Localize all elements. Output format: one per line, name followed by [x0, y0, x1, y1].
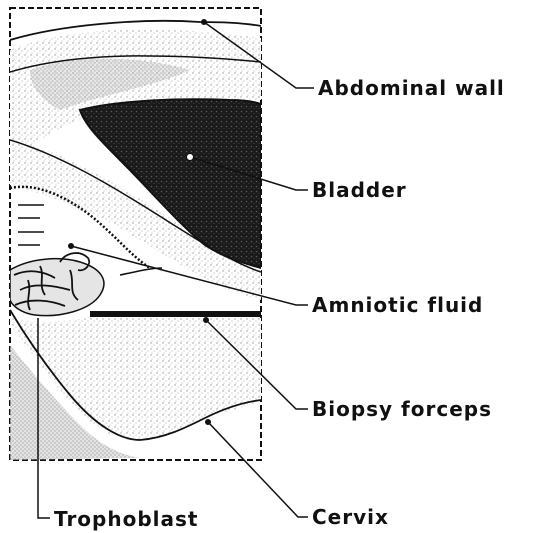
label-abdominal-wall: Abdominal wall: [318, 76, 505, 100]
biopsy-forceps-shaft: [90, 311, 261, 317]
label-biopsy-forceps: Biopsy forceps: [312, 397, 492, 421]
label-bladder: Bladder: [312, 178, 407, 202]
label-trophoblast: Trophoblast: [54, 507, 198, 531]
label-amniotic-fluid: Amniotic fluid: [312, 293, 483, 317]
label-cervix: Cervix: [312, 505, 389, 529]
